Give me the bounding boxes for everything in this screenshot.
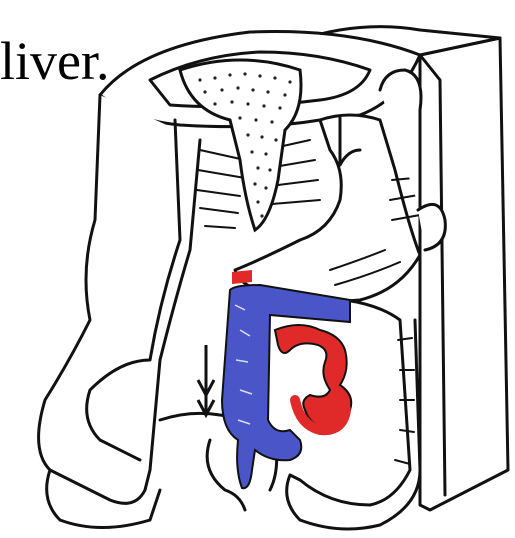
right-wall-block bbox=[420, 38, 508, 510]
colon-haustra bbox=[395, 338, 414, 464]
hatch-left bbox=[197, 150, 245, 228]
liver-label: liver. bbox=[0, 34, 109, 88]
red-top-segment bbox=[232, 270, 252, 284]
down-arrow-icon bbox=[198, 345, 214, 415]
red-coiled-intestine bbox=[275, 325, 351, 428]
